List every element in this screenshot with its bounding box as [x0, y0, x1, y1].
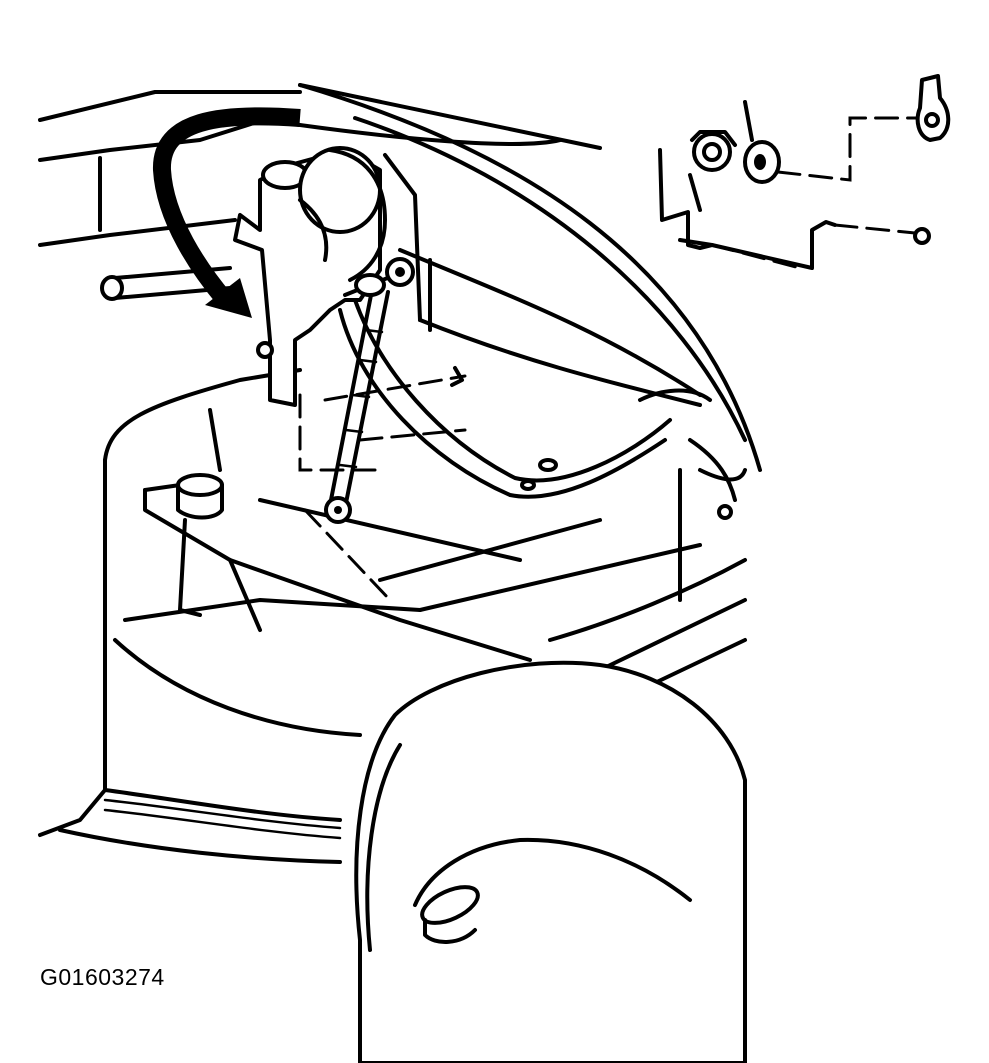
sensor-harness — [338, 298, 747, 520]
figure-id-label: G01603274 — [40, 964, 165, 990]
retaining-clip-icon — [915, 74, 951, 142]
mounting-bracket — [658, 100, 837, 270]
headlamp-leveling-sensor — [233, 146, 415, 407]
washer-icon — [743, 140, 781, 184]
nut-icon — [690, 130, 737, 172]
tire — [354, 660, 747, 1063]
bracket-dashed-guides — [710, 116, 931, 270]
frame-rail — [38, 368, 747, 864]
sensor-link-rod — [324, 288, 390, 524]
curved-arrow-icon — [153, 107, 301, 318]
